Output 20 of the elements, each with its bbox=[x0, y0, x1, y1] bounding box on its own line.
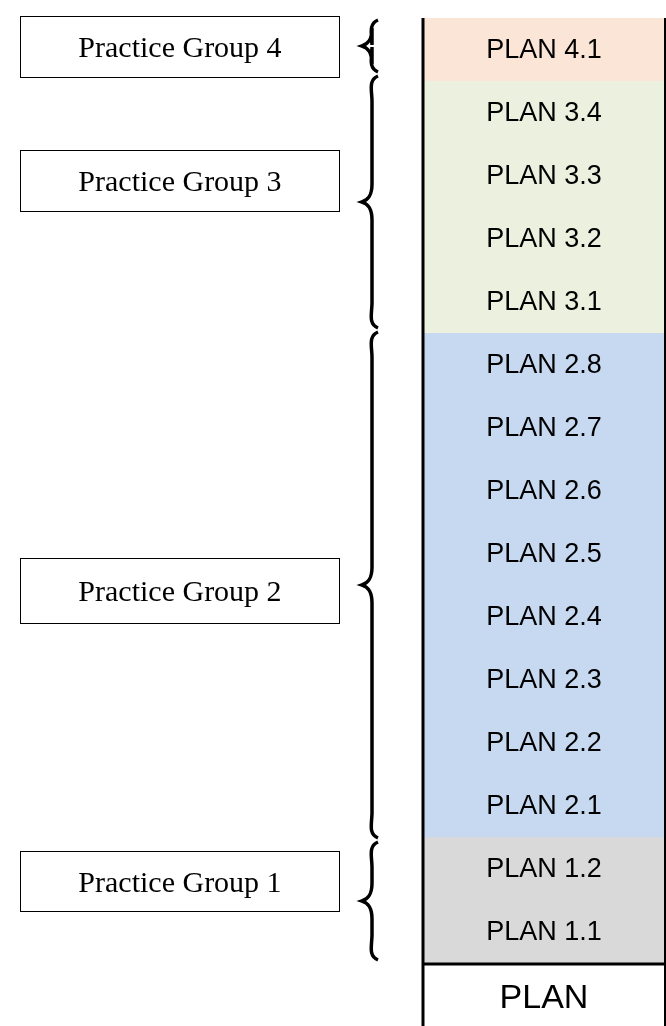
plan-cell: PLAN 4.1 bbox=[424, 18, 664, 81]
plan-cell: PLAN 3.4 bbox=[424, 81, 664, 144]
column-header: PLAN bbox=[424, 966, 664, 1026]
group-label-box: Practice Group 3 bbox=[20, 150, 340, 212]
group-label-box: Practice Group 2 bbox=[20, 558, 340, 624]
plan-cell: PLAN 1.1 bbox=[424, 900, 664, 963]
plan-cell: PLAN 2.7 bbox=[424, 396, 664, 459]
plan-cell: PLAN 2.8 bbox=[424, 333, 664, 396]
plan-cell: PLAN 2.3 bbox=[424, 648, 664, 711]
plan-cell: PLAN 2.1 bbox=[424, 774, 664, 837]
plan-cell: PLAN 2.6 bbox=[424, 459, 664, 522]
group-label-box: Practice Group 1 bbox=[20, 851, 340, 912]
plan-cell: PLAN 3.3 bbox=[424, 144, 664, 207]
plan-cell: PLAN 3.2 bbox=[424, 207, 664, 270]
group-label-box: Practice Group 4 bbox=[20, 16, 340, 78]
plan-cell: PLAN 1.2 bbox=[424, 837, 664, 900]
plan-cell: PLAN 2.2 bbox=[424, 711, 664, 774]
plan-cell: PLAN 3.1 bbox=[424, 270, 664, 333]
plan-cell: PLAN 2.4 bbox=[424, 585, 664, 648]
plan-cell: PLAN 2.5 bbox=[424, 522, 664, 585]
